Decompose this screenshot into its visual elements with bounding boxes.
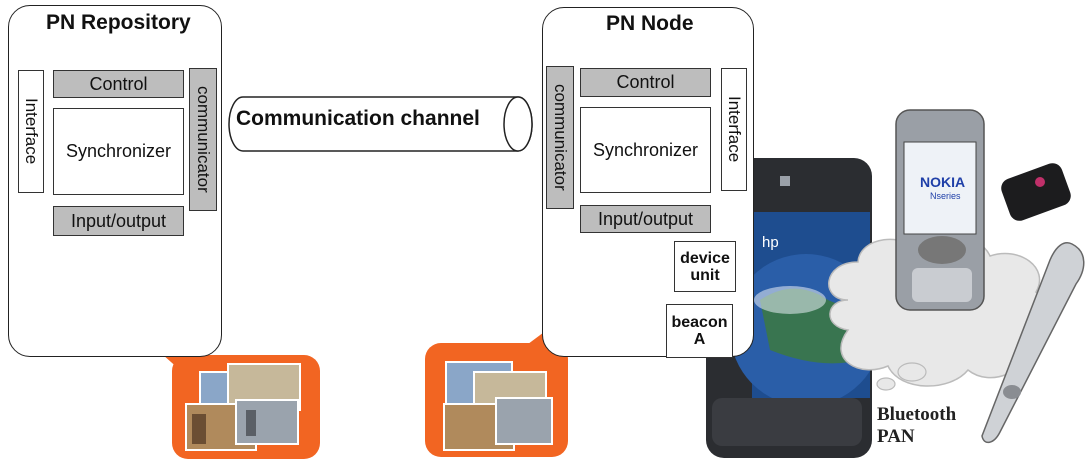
communication-channel-label: Communication channel [236, 107, 480, 130]
gps-unit [1001, 163, 1071, 221]
bluetooth-pan-label: Bluetooth PAN [877, 404, 956, 448]
repository-io-box: Input/output [53, 206, 184, 236]
phone-model-label: Nseries [930, 191, 961, 201]
repository-synchronizer-box: Synchronizer [53, 108, 184, 195]
bluetooth-pan-line1: Bluetooth [877, 404, 957, 425]
photo-callout-left [110, 308, 320, 459]
repository-interface-box: Interface [18, 70, 44, 193]
beacon-box: beacon A [666, 304, 733, 358]
device-unit-box: device unit [674, 241, 736, 292]
node-interface-box: Interface [721, 68, 747, 191]
repository-communicator-box: communicator [189, 68, 217, 211]
node-synchronizer-box: Synchronizer [580, 107, 711, 193]
node-interface-label: Interface [725, 96, 744, 163]
bluetooth-pan-line2: PAN [877, 426, 915, 447]
pn-repository-title: PN Repository [46, 11, 191, 34]
communication-channel-cylinder [228, 96, 533, 152]
phone-brand-label: NOKIA [920, 174, 966, 190]
nokia-phone [895, 109, 985, 311]
node-io-box: Input/output [580, 205, 711, 233]
pn-node-title: PN Node [606, 12, 694, 35]
repository-control-box: Control [53, 70, 184, 98]
digital-pen [981, 242, 1085, 444]
node-communicator-label: communicator [551, 84, 570, 191]
pda-brand-label: hp [762, 234, 779, 251]
repository-communicator-label: communicator [194, 86, 213, 193]
repository-interface-label: Interface [22, 98, 41, 165]
bluetooth-pan-cloud [828, 235, 1056, 391]
node-control-box: Control [580, 68, 711, 97]
node-communicator-box: communicator [546, 66, 574, 209]
